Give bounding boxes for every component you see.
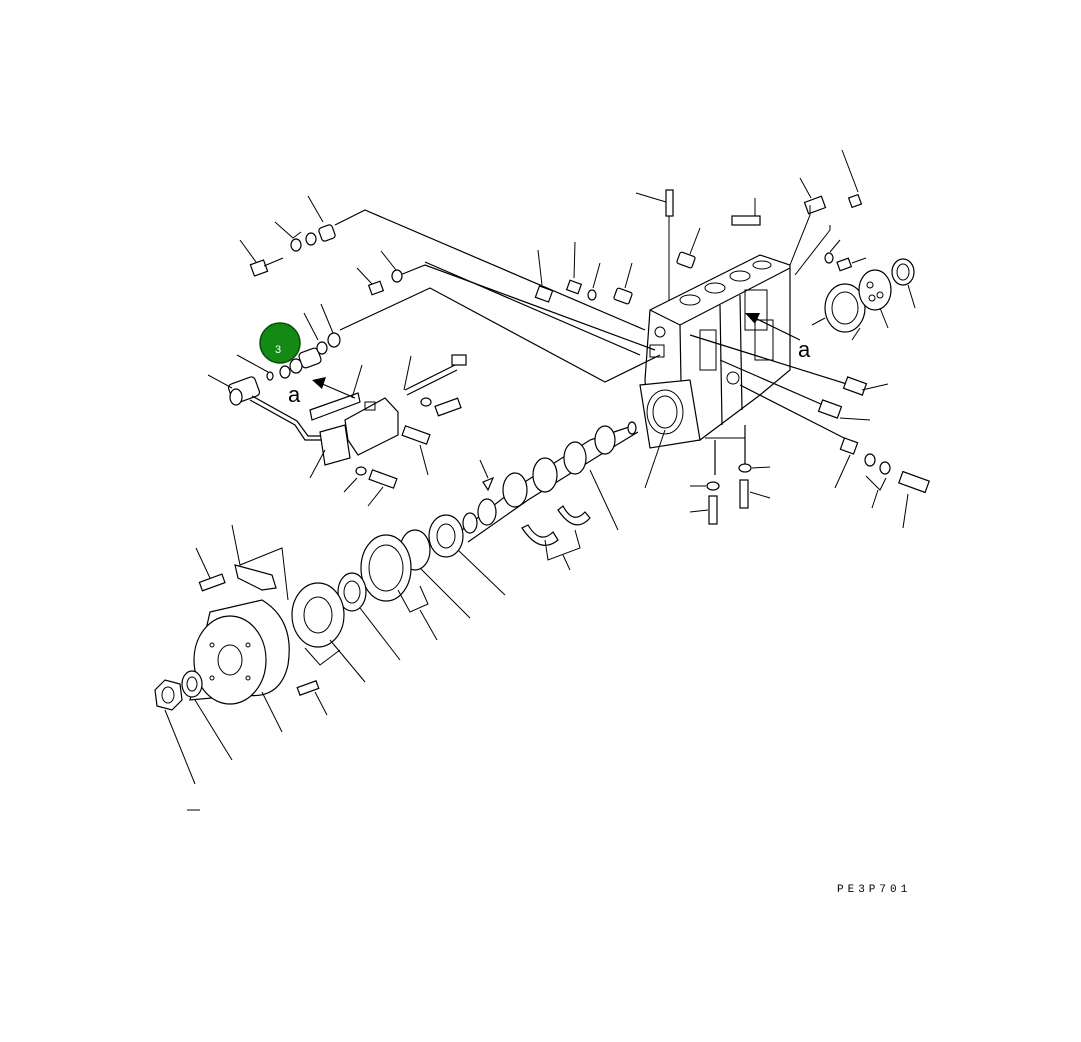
fittings-upper-left (236, 195, 403, 381)
camshaft (461, 421, 639, 543)
view-arrow-left (312, 377, 356, 399)
view-arrow-right (745, 313, 801, 341)
sensor-with-cable (207, 374, 328, 441)
bracket-plate (309, 364, 399, 507)
view-label-a-right: a (798, 337, 811, 362)
coupling-drum (154, 599, 290, 811)
drive-flange (195, 524, 366, 716)
view-label-a-left: a (288, 382, 301, 407)
drawing-code: PE3P701 (837, 884, 911, 896)
fuel-pipes (334, 209, 661, 383)
callout-number: 3 (275, 344, 281, 356)
right-side-parts (534, 149, 930, 529)
callout-marker[interactable]: 3 (259, 322, 301, 364)
bearing-halves (521, 505, 591, 571)
pump-housing (639, 254, 791, 475)
linkage-rod (401, 354, 467, 476)
stud-bolt (635, 189, 674, 300)
timer-flange (337, 514, 506, 661)
